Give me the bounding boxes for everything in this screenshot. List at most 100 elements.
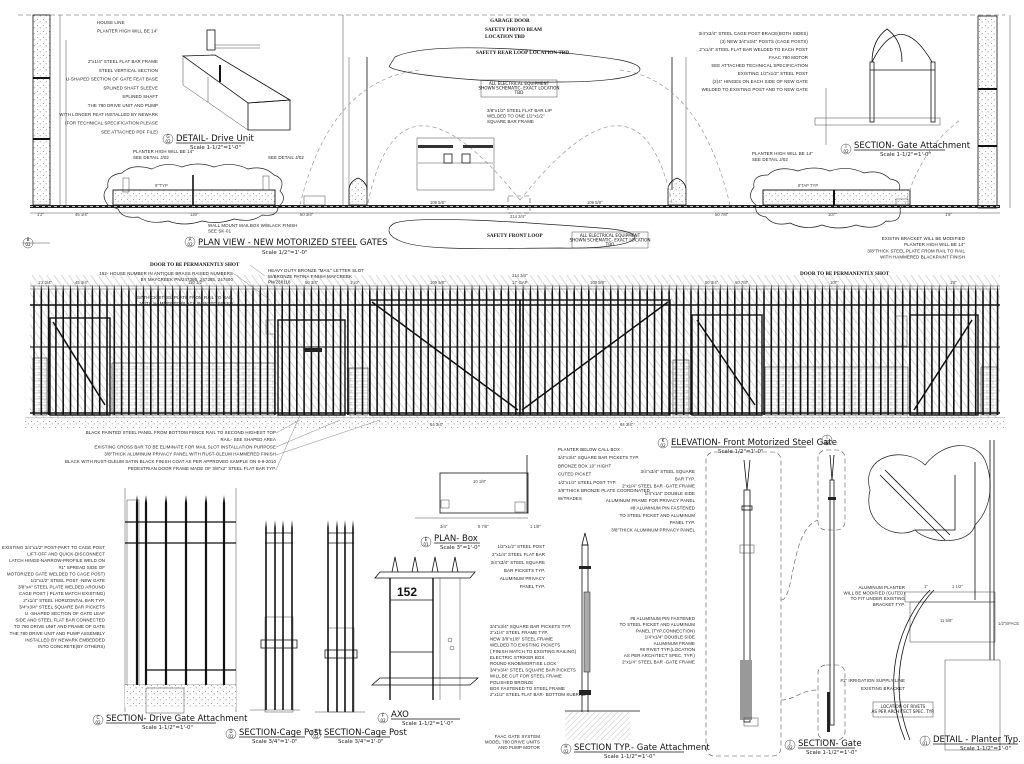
title-planter-detail: J 01 DETAIL - Planter Typ. Scale 1-1/2"=… (919, 735, 1021, 752)
picket (208, 284, 210, 415)
planter-detail-scale: Scale 1-1/2"=1'-0" (960, 746, 1011, 752)
picket (916, 284, 919, 415)
picket (850, 284, 853, 415)
ref-sheet: 02 (843, 149, 849, 154)
picket (135, 284, 137, 415)
ref-letter: E (315, 729, 318, 734)
note-line: RAIL- SEE SHAPED AREA (220, 437, 276, 442)
note-block: 3/4"x3/4" SQUARE BAR PICKETS TYP.2"x1/4"… (490, 624, 586, 697)
picket (91, 284, 94, 415)
note-block: 3/4"x3/4" STEEL CAGE POST BRACE(BOTH SID… (699, 31, 809, 92)
picket (748, 284, 751, 415)
picket (858, 284, 860, 415)
dimension: 109 5/8" (590, 280, 606, 285)
gate-leaf-right[interactable] (519, 299, 671, 416)
pillar-left (348, 177, 368, 206)
picket (566, 284, 568, 415)
note-line: SEE ATTACHED PDF FILE) (101, 129, 158, 134)
note-line: SQUARE BAR FRAME (487, 119, 534, 124)
note-line: WALL MOUNT MAILBOX W/BLACK FINISH (208, 223, 298, 228)
picket (325, 284, 327, 415)
note-block: EXISTING 3/4"x1/2" POST-PART TO CAGE POS… (2, 545, 105, 649)
pedestrian-door-left[interactable] (49, 317, 111, 416)
fence-line (30, 205, 1000, 208)
picket (741, 284, 743, 415)
section-gate-title: SECTION- Gate (798, 739, 862, 749)
plan-box-title: PLAN- Box (434, 534, 478, 544)
picket (704, 284, 707, 415)
picket (639, 284, 641, 415)
note-line: TO STEEL PICKET AND ALUMINUM (620, 622, 696, 627)
picket (204, 495, 208, 700)
note-line: SPLINED SHAFT (122, 94, 158, 99)
note-line: U -SHAPED SECTION OF GATE LEAF (25, 611, 105, 616)
picket (244, 284, 247, 415)
dimension: 50 3/4" (705, 280, 719, 285)
picket (98, 284, 101, 415)
note-line: BAR TYP. (675, 476, 695, 481)
picket (661, 284, 663, 415)
picket (485, 284, 488, 415)
picket (120, 284, 123, 415)
title-drive-gate: C 02 SECTION- Drive Gate Attachment Scal… (92, 714, 248, 731)
note-block: PLANTER HIGH WILL BE 14"SEE DETAIL J/02 (752, 151, 813, 162)
photo-beam-location: LOCATION TBD (485, 34, 525, 40)
ref-sheet: 02 (380, 718, 386, 723)
ref-sheet: 02 (25, 242, 31, 247)
brick-column (672, 359, 690, 416)
picket (865, 284, 867, 415)
note-line: INSTALLED BY NEWARK EMBEDDED (25, 637, 105, 642)
ref-sheet: 01 (922, 741, 928, 746)
note-line: 3/4"x3/4" STEEL SQUARE (491, 560, 545, 565)
picket (945, 284, 948, 415)
title-cage-post-d: D 02 SECTION-Cage Post Scale 3/4"=1'-0" (225, 728, 322, 745)
note-line: 2"x1/4" STEEL FLAT BAR WELDED TO EACH PO… (699, 47, 808, 52)
picket (222, 495, 226, 700)
picket (551, 284, 554, 415)
title-gate-attachment: I 02 SECTION- Gate Attachment Scale 1-1/… (840, 141, 971, 158)
dimension: 50 3/4" (305, 280, 319, 285)
note-line: 3/8"x4" STEEL PLATE WELDED AROUND (18, 585, 105, 590)
front-loop-label: SAFETY FRONT LOOP (487, 233, 543, 239)
ref-sheet: 02 (187, 242, 193, 247)
dimension: 107" (828, 212, 837, 217)
ref-letter: B (27, 237, 30, 242)
dimension: 17' GAP (512, 280, 528, 285)
ref-letter: I (826, 435, 827, 440)
dimension: 1" (924, 584, 928, 589)
pedestrian-door[interactable] (277, 319, 346, 416)
ref-letter: K (662, 438, 665, 443)
dimension: 109 5/8" (587, 200, 603, 205)
note-line: THE 780 DRIVE UNIT AND PUMP (88, 103, 158, 108)
note-line: SEE SK-01 (208, 229, 232, 234)
dimension: 1'2" (37, 212, 44, 217)
brick-column (32, 357, 48, 416)
ref-letter: C (97, 715, 100, 720)
ref-sheet: 02 (660, 443, 666, 448)
picket (755, 284, 758, 415)
pedestrian-door-right-1[interactable] (691, 314, 763, 416)
note-line: 3/8"THICK ALUMINUM PRIVACY PANEL (611, 527, 695, 532)
cage-post-e-scale: Scale 3/4"=1'-0" (338, 739, 384, 745)
picket (675, 284, 678, 415)
pedestrian-door-right-2[interactable] (909, 314, 979, 416)
elevation-scale: Scale 1/2"=1'-0" (718, 449, 764, 455)
planter-box-right (762, 189, 911, 206)
note-line: LOCATION OF RIVETS (881, 704, 926, 709)
note-line: SPLINED SHAFT SLEEVE (103, 85, 158, 90)
ref-letter: D (229, 729, 232, 734)
note-line: 3/4"x3/4" SQUARE BAR PICKETS TYP. (558, 455, 639, 460)
note-line: ELECTRIC STRIKER BOX (490, 655, 544, 660)
note-line: FAAC GATE SYSTEM (495, 734, 540, 739)
picket (332, 284, 335, 415)
note-line: ROUND KNOB/MORTISE LOCK (490, 661, 556, 666)
note-line: TO FIT UNDER EXISTING (851, 596, 906, 601)
dimension: 9'"TYP (155, 183, 168, 188)
title-axo: F 02 AXO Scale 1-1/2"=1'-0" (377, 710, 460, 727)
dimension: 1'10" (350, 280, 360, 285)
note-line: U-SHAPED SECTION OF GATE FEAT BASE (66, 77, 158, 82)
picket (398, 284, 400, 415)
